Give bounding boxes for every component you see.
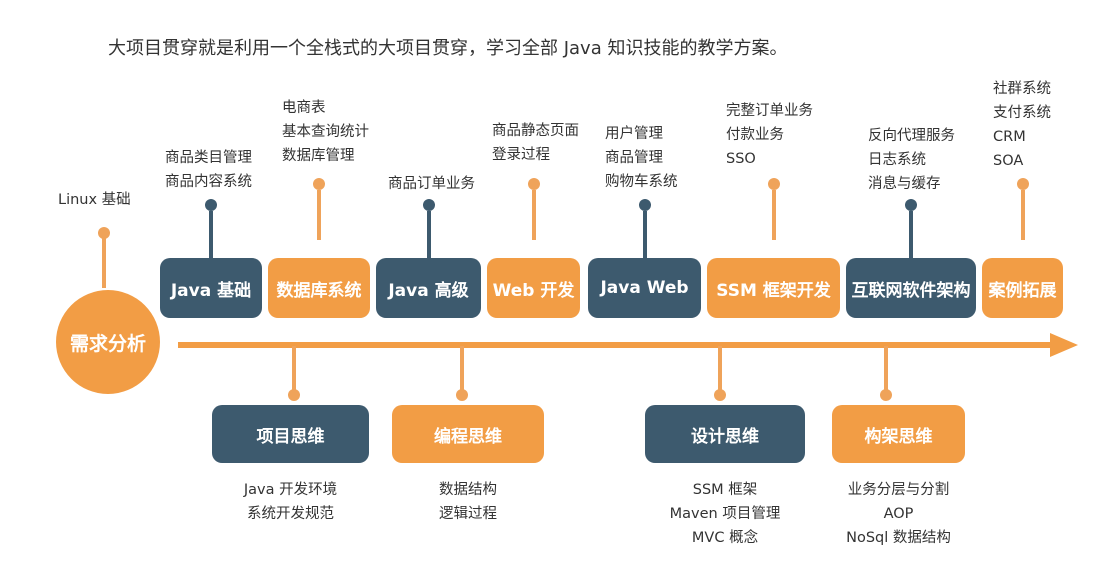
note: 社群系统	[993, 81, 1051, 97]
stage-notes: 商品静态页面登录过程	[492, 119, 579, 167]
note: 商品订单业务	[388, 176, 475, 192]
connector-line	[209, 211, 213, 260]
stage-notes: 用户管理商品管理购物车系统	[605, 122, 678, 194]
stage-box: 案例拓展	[982, 258, 1063, 318]
connector-dot	[205, 199, 217, 211]
connector-line	[1020, 190, 1025, 240]
connector-dot	[1016, 178, 1029, 190]
note: 商品类目管理	[165, 150, 252, 166]
connector-dot	[638, 199, 651, 211]
stage-notes: 社群系统支付系统 CRM SOA	[993, 77, 1051, 173]
connector-line	[102, 236, 106, 288]
note: 支付系统	[993, 105, 1051, 121]
note: 付款业务	[726, 127, 784, 143]
note: Java 开发环境	[243, 482, 338, 498]
connector-dot	[456, 389, 468, 401]
thinking-notes: 数据结构逻辑过程	[368, 478, 568, 526]
note: 反向代理服务	[868, 128, 955, 144]
connector-dot	[422, 199, 435, 211]
connector-line	[531, 190, 536, 240]
note: 登录过程	[492, 147, 550, 163]
stage-box: 数据库系统	[268, 258, 370, 318]
thinking-notes: SSM 框架 Maven 项目管理 MVC 概念	[625, 478, 825, 550]
thinking-box: 编程思维	[392, 405, 544, 463]
note: 数据库管理	[282, 148, 355, 164]
note: SSO	[726, 151, 756, 167]
stage-box: 互联网软件架构	[846, 258, 976, 318]
note: SOA	[993, 153, 1024, 169]
note: 系统开发规范	[247, 506, 334, 522]
stage-box: SSM 框架开发	[707, 258, 840, 318]
note: 电商表	[282, 100, 326, 116]
note: 商品静态页面	[492, 123, 579, 139]
note: 消息与缓存	[868, 176, 941, 192]
note: 基本查询统计	[282, 124, 369, 140]
connector-dot	[98, 227, 110, 239]
connector-line	[317, 190, 321, 240]
connector-dot	[527, 178, 540, 190]
stage-box: Web 开发	[487, 258, 580, 318]
connector-dot	[714, 389, 726, 401]
stage-notes: 完整订单业务付款业务 SSO	[726, 99, 813, 171]
note: 商品内容系统	[165, 174, 252, 190]
note: Linux 基础	[58, 192, 131, 208]
note: CRM	[993, 129, 1026, 145]
timeline-axis	[178, 342, 1054, 348]
stage-notes: 反向代理服务日志系统消息与缓存	[868, 124, 955, 196]
stage-notes: 商品类目管理商品内容系统	[165, 146, 252, 194]
note: 业务分层与分割	[847, 482, 950, 498]
note: 商品管理	[605, 150, 663, 166]
note: NoSql 数据结构	[846, 530, 951, 546]
note: Maven 项目管理	[669, 506, 781, 522]
connector-line	[884, 346, 888, 394]
connector-dot	[905, 199, 917, 211]
start-notes: Linux 基础	[58, 188, 131, 212]
note: AOP	[883, 506, 914, 522]
connector-line	[460, 346, 464, 394]
connector-line	[718, 346, 722, 394]
stage-notes: 电商表基本查询统计数据库管理	[282, 96, 369, 168]
thinking-box: 项目思维	[212, 405, 369, 463]
connector-line	[909, 211, 913, 260]
connector-line	[642, 211, 647, 260]
thinking-notes: Java 开发环境系统开发规范	[191, 478, 391, 526]
thinking-box: 设计思维	[645, 405, 805, 463]
intro-text: 大项目贯穿就是利用一个全栈式的大项目贯穿，学习全部 Java 知识技能的教学方案…	[108, 38, 788, 59]
note: SSM 框架	[692, 482, 758, 498]
thinking-notes: 业务分层与分割 AOP NoSql 数据结构	[799, 478, 999, 550]
note: MVC 概念	[691, 530, 759, 546]
start-node-requirements: 需求分析	[56, 290, 160, 394]
note: 数据结构	[439, 482, 497, 498]
connector-dot	[767, 178, 780, 190]
note: 用户管理	[605, 126, 663, 142]
timeline-arrowhead-icon	[1050, 333, 1078, 357]
connector-dot	[288, 389, 300, 401]
connector-dot	[313, 178, 325, 190]
stage-box: Java 高级	[376, 258, 481, 318]
stage-box: Java 基础	[160, 258, 262, 318]
stage-notes: 商品订单业务	[388, 172, 475, 196]
thinking-box: 构架思维	[832, 405, 965, 463]
connector-line	[292, 346, 296, 394]
connector-line	[771, 190, 776, 240]
connector-dot	[880, 389, 892, 401]
stage-box: Java Web	[588, 258, 701, 318]
note: 完整订单业务	[726, 103, 813, 119]
note: 购物车系统	[605, 174, 678, 190]
connector-line	[426, 211, 431, 260]
note: 逻辑过程	[439, 506, 497, 522]
note: 日志系统	[868, 152, 926, 168]
